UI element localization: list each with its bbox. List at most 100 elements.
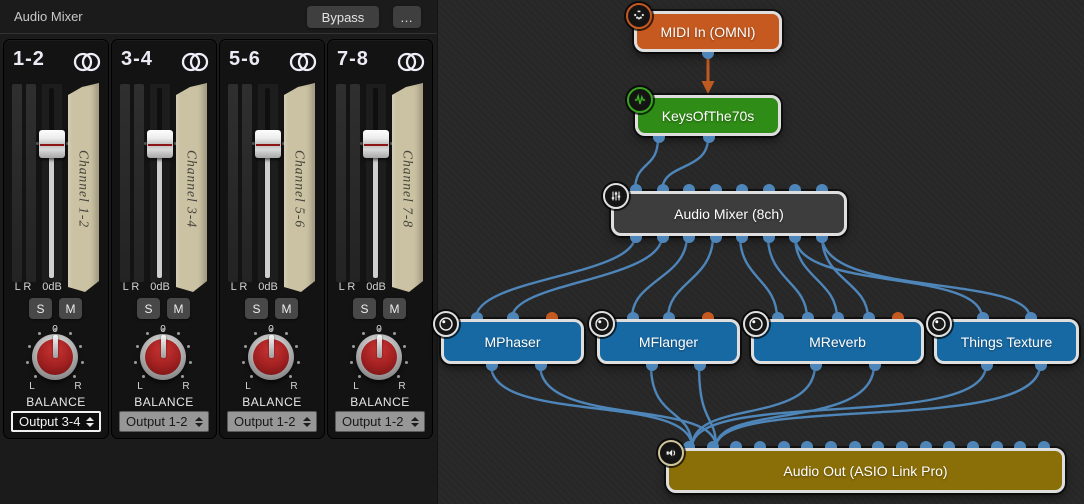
balance-knob[interactable]	[134, 327, 192, 380]
bypass-button[interactable]: Bypass	[307, 6, 379, 28]
audio-port[interactable]	[815, 236, 828, 243]
midi-in-port[interactable]	[892, 312, 904, 319]
mute-button[interactable]: M	[59, 298, 82, 319]
stereo-link-icon[interactable]	[72, 51, 102, 78]
audio-port[interactable]	[789, 184, 802, 191]
node-mphaser[interactable]: MPhaser	[433, 311, 584, 371]
plugin-knob-icon	[926, 311, 952, 337]
audio-port[interactable]	[762, 236, 775, 243]
audio-port[interactable]	[630, 184, 642, 191]
volume-fader[interactable]	[258, 84, 278, 282]
audio-port[interactable]	[762, 184, 775, 191]
midi-in-port[interactable]	[546, 312, 558, 319]
audio-port[interactable]	[709, 184, 722, 191]
node-label: Audio Out (ASIO Link Pro)	[783, 462, 948, 479]
fader-rail-upper	[157, 88, 162, 146]
audio-port[interactable]	[895, 441, 908, 448]
audio-port[interactable]	[919, 441, 932, 448]
audio-port[interactable]	[1014, 441, 1027, 448]
knob-tick	[404, 360, 408, 364]
audio-port[interactable]	[789, 236, 802, 243]
solo-button[interactable]: S	[29, 298, 52, 319]
solo-button[interactable]: S	[245, 298, 268, 319]
level-meter-left	[228, 84, 238, 282]
node-audio-mixer-8ch[interactable]: Audio Mixer (8ch)	[603, 183, 847, 243]
audio-port[interactable]	[736, 236, 749, 243]
knob-tick	[181, 375, 185, 379]
audio-port[interactable]	[943, 441, 956, 448]
audio-in-port[interactable]	[471, 312, 483, 319]
audio-port[interactable]	[736, 184, 749, 191]
stereo-link-icon[interactable]	[288, 51, 318, 78]
solo-button[interactable]: S	[137, 298, 160, 319]
audio-in-port[interactable]	[863, 312, 875, 319]
audio-port[interactable]	[753, 441, 766, 448]
audio-port[interactable]	[848, 441, 861, 448]
output-select[interactable]: Output 1-2	[227, 411, 317, 432]
audio-port[interactable]	[966, 441, 979, 448]
audio-port[interactable]	[730, 441, 743, 448]
audio-port[interactable]	[815, 184, 828, 191]
knob-tick	[403, 345, 407, 348]
volume-fader[interactable]	[366, 84, 386, 282]
channel-strip: 7-8 Channel 7-8 L R 0dB S M 0	[328, 40, 432, 438]
audio-in-port[interactable]	[832, 312, 844, 319]
audio-port[interactable]	[1037, 441, 1050, 448]
audio-port[interactable]	[656, 236, 669, 243]
audio-port[interactable]	[706, 441, 719, 448]
audio-port[interactable]	[801, 441, 814, 448]
audio-port[interactable]	[683, 441, 695, 448]
audio-in-port[interactable]	[663, 312, 675, 319]
stereo-link-icon[interactable]	[396, 51, 426, 78]
fader-handle[interactable]	[39, 130, 65, 158]
knob-tick	[37, 332, 41, 336]
output-select[interactable]: Output 1-2	[335, 411, 425, 432]
audio-port[interactable]	[630, 236, 642, 243]
balance-knob[interactable]	[350, 327, 408, 380]
audio-port[interactable]	[777, 441, 790, 448]
stereo-link-icon[interactable]	[180, 51, 210, 78]
audio-port[interactable]	[683, 184, 696, 191]
midi-in-port[interactable]	[702, 312, 714, 319]
output-select[interactable]: Output 3-4	[11, 411, 101, 432]
node-label: MPhaser	[484, 333, 541, 350]
balance-knob[interactable]	[242, 327, 300, 380]
audio-in-port[interactable]	[1025, 312, 1037, 319]
node-graph-canvas[interactable]	[438, 0, 1084, 504]
mute-button[interactable]: M	[275, 298, 298, 319]
solo-button[interactable]: S	[353, 298, 376, 319]
mute-button[interactable]: M	[167, 298, 190, 319]
channel-pair-label: 3-4	[121, 48, 153, 70]
node-things-texture[interactable]: Things Texture	[926, 311, 1079, 371]
fader-handle[interactable]	[363, 130, 389, 158]
node-keysofthe70s[interactable]: KeysOfThe70s	[627, 87, 781, 143]
fader-handle[interactable]	[255, 130, 281, 158]
knob-tick	[53, 327, 57, 331]
more-options-button[interactable]: …	[393, 6, 421, 28]
node-audio-out[interactable]: Audio Out (ASIO Link Pro)	[658, 440, 1065, 493]
audio-port[interactable]	[709, 236, 722, 243]
balance-knob[interactable]	[26, 327, 84, 380]
balance-right-label: R	[290, 381, 298, 392]
output-select[interactable]: Output 1-2	[119, 411, 209, 432]
audio-in-port[interactable]	[977, 312, 989, 319]
audio-in-port[interactable]	[772, 312, 784, 319]
audio-in-port[interactable]	[507, 312, 519, 319]
volume-fader[interactable]	[150, 84, 170, 282]
audio-port[interactable]	[824, 441, 837, 448]
audio-port[interactable]	[683, 236, 696, 243]
audio-in-port[interactable]	[802, 312, 814, 319]
audio-port[interactable]	[990, 441, 1003, 448]
knob-tick	[26, 360, 30, 364]
volume-fader[interactable]	[42, 84, 62, 282]
node-label: Audio Mixer (8ch)	[674, 205, 784, 222]
audio-port[interactable]	[872, 441, 885, 448]
node-mreverb[interactable]: MReverb	[743, 311, 924, 371]
audio-in-port[interactable]	[627, 312, 639, 319]
mute-button[interactable]: M	[383, 298, 406, 319]
fader-handle[interactable]	[147, 130, 173, 158]
audio-port[interactable]	[656, 184, 669, 191]
balance-caption: BALANCE	[26, 395, 86, 409]
node-mflanger[interactable]: MFlanger	[589, 311, 740, 371]
node-midi-in[interactable]: MIDI In (OMNI)	[626, 3, 782, 59]
